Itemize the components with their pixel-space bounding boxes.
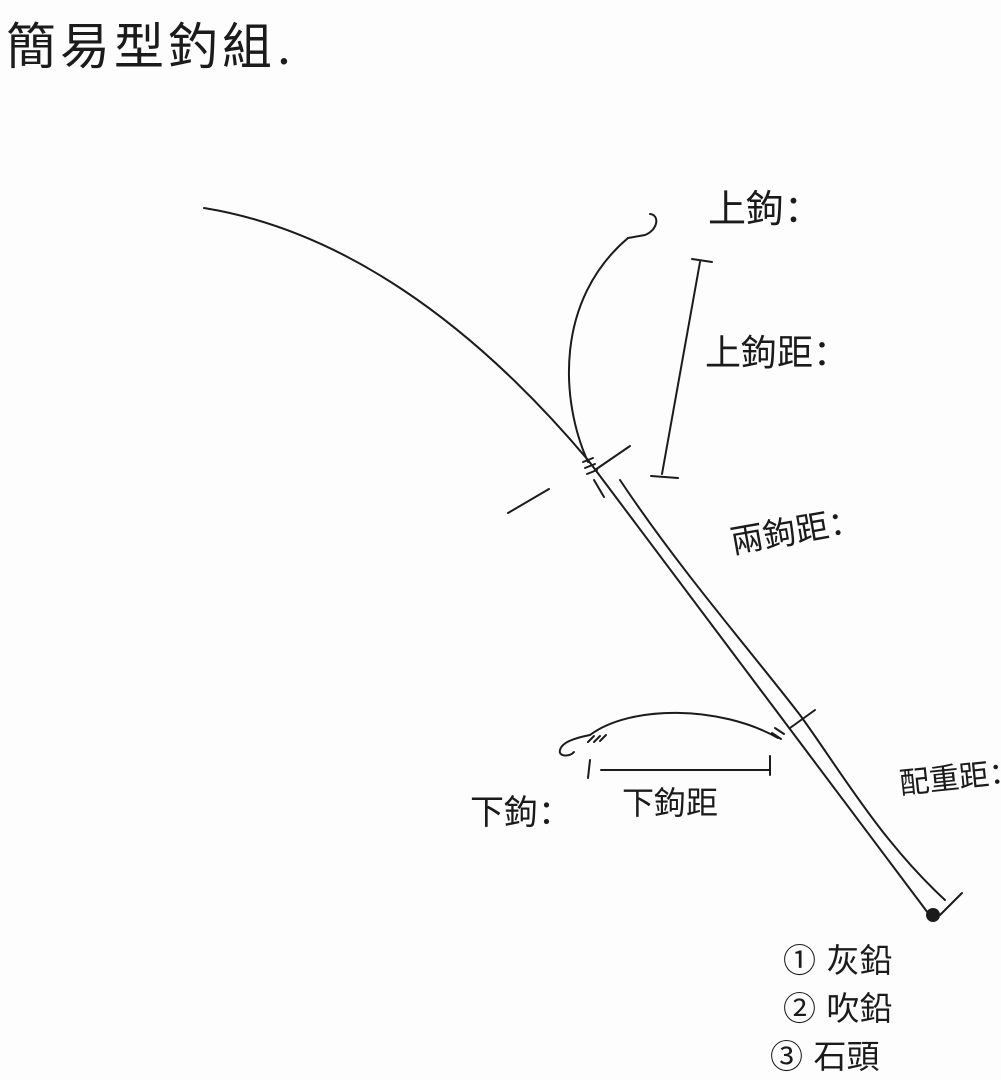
leader-line — [619, 479, 946, 901]
option-mark: ② — [783, 989, 816, 1028]
lower-dist-cap-left — [587, 759, 591, 779]
upper-dist-cap-top — [691, 258, 713, 263]
weight-option-3: ③ 石頭 — [770, 1040, 880, 1073]
weight-option-2: ② 吹鉛 — [783, 992, 893, 1025]
upper-hook-distance-label: 上鉤距： — [705, 333, 850, 374]
page-title: 簡易型釣組. — [6, 18, 296, 76]
lower-hook-distance-label: 下鉤距 — [622, 784, 719, 822]
upper-hook-label: 上鉤： — [708, 187, 823, 231]
lower-knot-icon — [771, 727, 785, 740]
option-text: 吹鉛 — [826, 989, 893, 1028]
option-mark: ③ — [770, 1037, 803, 1076]
lower-snood — [589, 711, 779, 739]
upper-hook-icon — [627, 213, 658, 239]
upper-marker-left — [507, 488, 550, 514]
lower-hook-label: 下鉤： — [470, 793, 572, 833]
upper-snood — [567, 237, 629, 463]
lower-marker — [789, 709, 816, 729]
lower-hook-knot-icon — [587, 734, 607, 743]
option-text: 石頭 — [813, 1037, 880, 1076]
upper-divider — [593, 479, 605, 498]
option-mark: ① — [783, 941, 816, 980]
upper-knot-icon — [582, 457, 598, 475]
lower-hook-icon — [558, 734, 591, 757]
weight-icon — [926, 908, 940, 922]
upper-dist-cap-bottom — [650, 475, 679, 479]
option-text: 灰鉛 — [826, 941, 893, 980]
weight-marker — [939, 892, 963, 916]
weight-option-1: ① 灰鉛 — [783, 944, 893, 977]
upper-marker-right — [594, 445, 631, 471]
main-line — [203, 207, 929, 914]
upper-dist-line — [661, 261, 701, 475]
